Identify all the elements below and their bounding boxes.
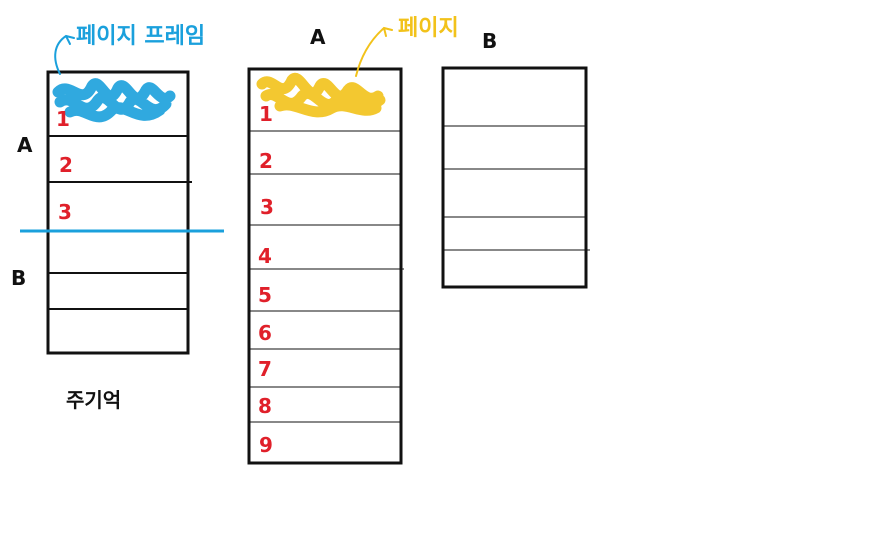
page-label: 페이지 <box>398 16 459 41</box>
page-number: 1 <box>259 102 273 126</box>
memory-slot-number: 1 <box>56 107 70 131</box>
page-number: 3 <box>260 195 274 219</box>
frame-callout-arrow <box>54 34 75 75</box>
page-number: 4 <box>258 244 272 268</box>
page-frame-label: 페이지 프레임 <box>76 24 206 49</box>
page-number: 7 <box>258 357 272 381</box>
page-number: 5 <box>258 283 272 307</box>
memory-slot-number: 2 <box>59 153 73 177</box>
page-number: 9 <box>259 433 273 457</box>
memory-region-a-label: A <box>17 133 33 157</box>
main-memory-caption: 주기억 <box>66 388 122 412</box>
memory-slot-number: 3 <box>58 200 72 224</box>
main-memory-box <box>46 70 190 355</box>
process-a-title: A <box>310 25 326 49</box>
process-b-box <box>441 66 588 289</box>
page-callout-arrow <box>355 26 393 77</box>
page-number: 2 <box>259 149 273 173</box>
process-b-title: B <box>482 29 498 53</box>
page-number: 6 <box>258 321 272 345</box>
frame-highlight-scribble <box>52 78 176 123</box>
page-number: 8 <box>258 394 272 418</box>
page-highlight-scribble <box>256 72 386 118</box>
process-a-box <box>247 67 403 465</box>
memory-region-b-label: B <box>11 266 27 290</box>
